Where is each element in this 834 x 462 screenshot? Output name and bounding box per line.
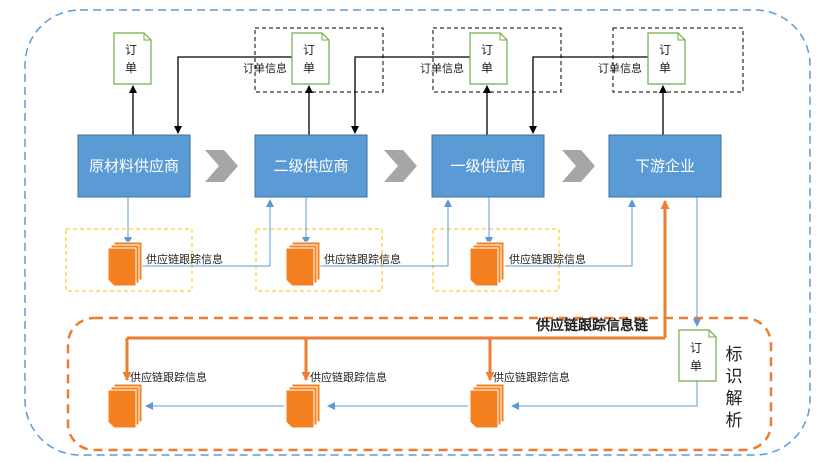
- order-info-box-tier1: [432, 27, 562, 93]
- tracking-file-icon: [285, 383, 321, 429]
- tracking-info-label: 供应链跟踪信息: [509, 252, 586, 266]
- tracking-info-label: 供应链跟踪信息: [130, 370, 207, 384]
- arrow-order-tier1-to-tier2: [351, 56, 470, 134]
- order-doc-char: 订: [690, 341, 702, 355]
- order-doc-char: 订: [659, 43, 671, 57]
- tracking-file-icon: [107, 241, 143, 287]
- order-info-box-tier2: [254, 27, 384, 93]
- identifier-order-document-icon: 订 单: [678, 329, 717, 382]
- tracking-info-label: 供应链跟踪信息: [493, 370, 570, 384]
- tracking-info-label: 供应链跟踪信息: [310, 370, 387, 384]
- arrow-tracking-tier1-to-downstream: [505, 199, 636, 267]
- order-info-label: 订单信息: [243, 61, 287, 75]
- arrow-order-tier2-to-raw: [174, 56, 292, 134]
- order-document-icon: 订 单: [291, 32, 330, 85]
- order-doc-char: 单: [481, 61, 493, 75]
- node-tier2-supplier: 二级供应商: [254, 134, 368, 198]
- order-doc-char: 订: [481, 43, 493, 57]
- tracking-file-icon: [469, 383, 505, 429]
- order-document-icon: 订 单: [647, 32, 686, 85]
- order-doc-char: 单: [303, 61, 315, 75]
- node-label: 二级供应商: [273, 157, 348, 175]
- tracking-file-icon: [285, 241, 321, 287]
- tracking-box-raw: [65, 228, 193, 292]
- arrow-order-downstream-to-tier1: [529, 56, 648, 134]
- arrow-id-order-to-tracking: [511, 381, 698, 410]
- outer-container: [24, 9, 811, 456]
- order-doc-char: 单: [125, 61, 137, 75]
- chevron-arrow-icon: [205, 150, 238, 182]
- order-document-icon: 订 单: [113, 32, 152, 85]
- order-info-box-downstream: [612, 27, 744, 93]
- node-label: 下游企业: [635, 157, 695, 175]
- node-label: 原材料供应商: [89, 157, 179, 175]
- order-doc-char: 单: [690, 359, 702, 373]
- identifier-resolution-char: 解: [726, 389, 743, 409]
- order-doc-char: 单: [659, 61, 671, 75]
- tracking-info-label: 供应链跟踪信息: [146, 252, 223, 266]
- node-label: 一级供应商: [450, 157, 525, 175]
- node-tier1-supplier: 一级供应商: [431, 134, 545, 198]
- tracking-info-label: 供应链跟踪信息: [324, 252, 401, 266]
- order-document-icon: 订 单: [469, 32, 508, 85]
- identifier-resolution-char: 析: [726, 411, 743, 431]
- tracking-file-icon: [107, 383, 143, 429]
- identifier-resolution-char: 标: [726, 345, 743, 365]
- order-doc-char: 订: [125, 43, 137, 57]
- order-info-label: 订单信息: [420, 61, 464, 75]
- arrow-tracking-tier2-to-tier1: [320, 199, 452, 267]
- chain-title: 供应链跟踪信息链: [535, 317, 649, 334]
- tracking-file-icon: [469, 241, 505, 287]
- arrow-tracking-raw-to-tier2: [140, 199, 274, 267]
- node-downstream-enterprise: 下游企业: [608, 134, 722, 198]
- order-info-label: 订单信息: [598, 61, 642, 75]
- tracking-box-tier1: [432, 228, 560, 292]
- tracking-box-tier2: [255, 228, 383, 292]
- identifier-resolution-char: 识: [726, 367, 743, 387]
- order-doc-char: 订: [303, 43, 315, 57]
- chevron-arrow-icon: [384, 150, 417, 182]
- chevron-arrow-icon: [562, 150, 595, 182]
- node-raw-supplier: 原材料供应商: [77, 134, 191, 198]
